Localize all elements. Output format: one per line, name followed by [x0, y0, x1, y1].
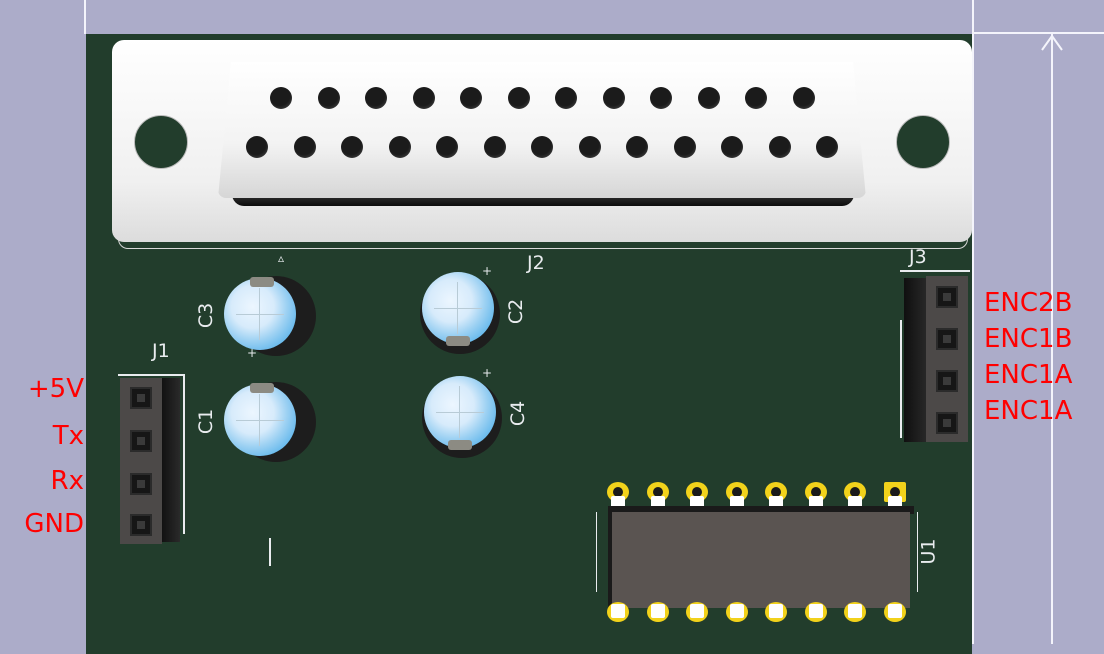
j2-pin-hole [412, 87, 435, 109]
j2-pin-hole [555, 87, 577, 109]
j2-db25-body [218, 62, 866, 198]
page-frame-line-left [84, 0, 86, 34]
j2-pin-hole [293, 136, 316, 158]
j3-pin-4[interactable] [936, 412, 958, 434]
c1-ref-label: C1 [195, 408, 218, 435]
j2-pin-hole [768, 136, 791, 158]
j3-label-enc1b: ENC1B [984, 324, 1073, 354]
u1-leg [650, 604, 665, 618]
c4-ref-label: C4 [507, 400, 530, 427]
j2-pin-hole [697, 87, 720, 109]
j2-pin-hole [341, 136, 363, 158]
c2-polarity-mark: + [482, 264, 493, 278]
u1-leg [887, 604, 902, 618]
capacitor-c4[interactable] [422, 374, 506, 458]
u1-leg [611, 604, 625, 618]
j3-header-shadow [904, 278, 928, 442]
u1-drill-hole [889, 487, 900, 497]
j1-courtyard-top [118, 374, 184, 376]
c3-ref-label: C3 [195, 302, 218, 329]
page-frame-line-right [972, 0, 974, 644]
capacitor-c2[interactable] [420, 270, 504, 354]
j2-pin1-marker: ▵ [278, 251, 285, 265]
j2-pin-hole [626, 136, 648, 158]
j3-pin-3[interactable] [936, 370, 958, 392]
j3-label-enc1a-2: ENC1A [984, 396, 1073, 426]
j2-pin-hole [650, 87, 672, 109]
j2-mounting-hole-left [134, 115, 188, 169]
u1-drill-hole [731, 487, 742, 497]
j1-ref-label: J1 [152, 340, 170, 362]
silkscreen-mark [269, 538, 271, 566]
dimension-extension-line [972, 32, 1104, 34]
j3-pin-2[interactable] [936, 328, 958, 350]
j3-courtyard-side [900, 320, 902, 438]
u1-body-shadow [608, 506, 914, 514]
j3-label-enc1a: ENC1A [984, 360, 1073, 390]
u1-courtyard-outline [596, 512, 918, 592]
j1-courtyard-side [183, 374, 185, 534]
j3-pin-1[interactable] [936, 286, 958, 308]
j1-label-tx: Tx [52, 421, 84, 451]
u1-drill-hole [692, 487, 702, 497]
j2-pin-hole [460, 87, 482, 109]
j2-ref-label: J2 [527, 252, 545, 274]
j1-label-rx: Rx [50, 466, 84, 496]
j3-courtyard-top [900, 270, 970, 272]
j1-header-shadow [160, 378, 180, 542]
j2-pin-hole [483, 136, 506, 158]
j2-pin-hole [721, 136, 743, 158]
j2-pin-hole [745, 87, 767, 109]
j2-pin-hole [246, 136, 268, 158]
u1-body-edge [608, 512, 614, 608]
j1-pin-4[interactable] [130, 514, 152, 536]
u1-drill-hole [810, 487, 821, 497]
u1-drill-hole [771, 487, 781, 497]
j1-label-5v: +5V [27, 374, 84, 404]
j2-pin-hole [578, 136, 601, 158]
capacitor-c3[interactable] [222, 276, 316, 360]
j2-pin-hole [388, 136, 411, 158]
j2-pin-hole [507, 87, 530, 109]
u1-leg [690, 604, 704, 618]
dimension-arrow-icon [1041, 34, 1063, 51]
j3-ref-label: J3 [909, 246, 927, 268]
j2-pin-hole [270, 87, 292, 109]
j2-pin-hole [317, 87, 340, 109]
j2-pin-hole [531, 136, 553, 158]
u1-dip16-body[interactable] [612, 512, 910, 608]
j2-pin-hole [436, 136, 458, 158]
j1-pin-1[interactable] [130, 387, 152, 409]
j1-pin-3[interactable] [130, 473, 152, 495]
j2-pin-hole [673, 136, 696, 158]
c2-ref-label: C2 [505, 298, 528, 325]
j2-pin-hole [365, 87, 387, 109]
c3-polarity-mark: + [247, 346, 258, 360]
dimension-line [1051, 34, 1053, 644]
u1-leg [848, 604, 862, 618]
j2-mounting-hole-right [896, 115, 950, 169]
u1-drill-hole [613, 487, 623, 497]
j1-pin-2[interactable] [130, 430, 152, 452]
capacitor-c1[interactable] [222, 382, 316, 466]
u1-drill-hole [652, 487, 663, 497]
j2-pin-hole [602, 87, 625, 109]
u1-leg [769, 604, 783, 618]
u1-leg [808, 604, 823, 618]
j3-label-enc2b: ENC2B [984, 288, 1073, 318]
u1-leg [729, 604, 744, 618]
j1-label-gnd: GND [24, 509, 84, 539]
c4-polarity-mark: + [482, 366, 493, 380]
u1-ref-label: U1 [917, 538, 940, 565]
j2-pin-hole [792, 87, 815, 109]
u1-drill-hole [850, 487, 860, 497]
j2-pin-hole [816, 136, 838, 158]
